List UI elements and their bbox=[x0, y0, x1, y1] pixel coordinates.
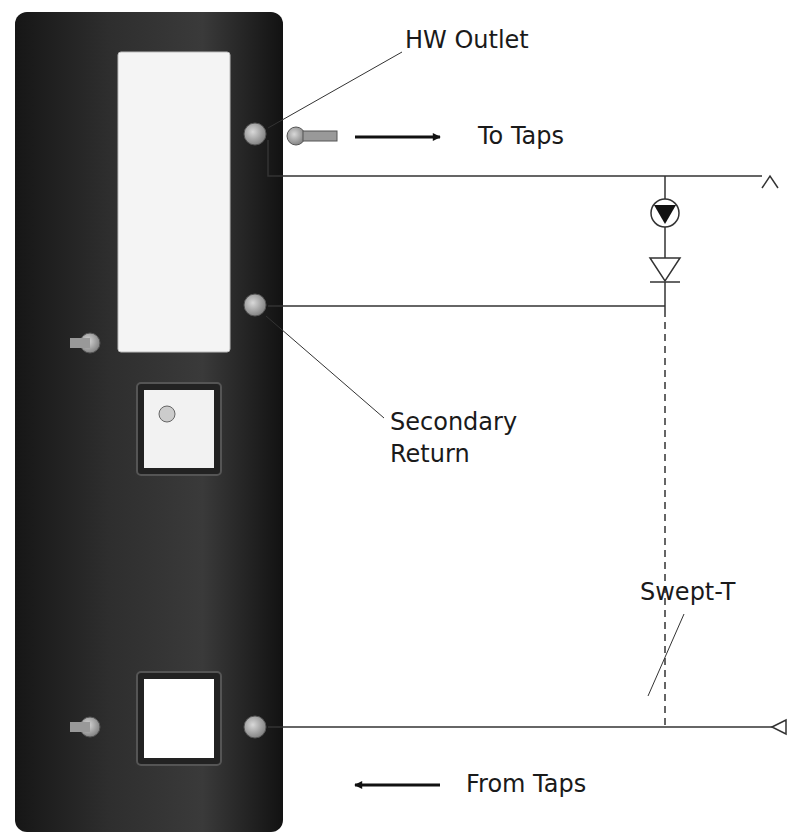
pipe-end bbox=[762, 176, 778, 188]
thermostat-knob bbox=[159, 406, 175, 422]
data-plate bbox=[118, 52, 230, 352]
leader-line bbox=[648, 614, 684, 696]
hw-outlet-fitting bbox=[244, 123, 266, 145]
pump-symbol bbox=[654, 205, 676, 224]
flow-arrow bbox=[355, 136, 440, 139]
return-pipe bbox=[664, 227, 666, 258]
callout-label: From Taps bbox=[466, 768, 666, 800]
return-fitting bbox=[244, 294, 266, 316]
return-pipe bbox=[268, 305, 665, 307]
access-panel bbox=[137, 672, 221, 765]
coil-stub bbox=[70, 338, 90, 348]
valve-fitting bbox=[287, 127, 305, 145]
callout-label: To Taps bbox=[478, 120, 678, 152]
panel-cover bbox=[144, 390, 214, 468]
access-panel bbox=[137, 383, 221, 475]
valve-body bbox=[303, 131, 337, 141]
leader-line bbox=[266, 316, 384, 418]
cold-pipe bbox=[268, 726, 772, 728]
return-pipe bbox=[664, 176, 666, 199]
pipe-end bbox=[772, 720, 786, 734]
bypass-pipe bbox=[664, 310, 666, 727]
callout-label: Secondary Return bbox=[390, 406, 540, 470]
callout-label: Swept-T bbox=[640, 576, 790, 608]
cold-feed-fitting bbox=[244, 716, 266, 738]
callout-label: HW Outlet bbox=[405, 24, 605, 56]
leader-line bbox=[268, 52, 402, 128]
panel-cover bbox=[144, 679, 214, 758]
pump-symbol bbox=[651, 199, 679, 227]
cylinder-body bbox=[15, 12, 283, 832]
flow-arrow bbox=[355, 784, 440, 787]
coil-stub bbox=[70, 722, 90, 732]
check-valve-symbol bbox=[650, 258, 680, 281]
